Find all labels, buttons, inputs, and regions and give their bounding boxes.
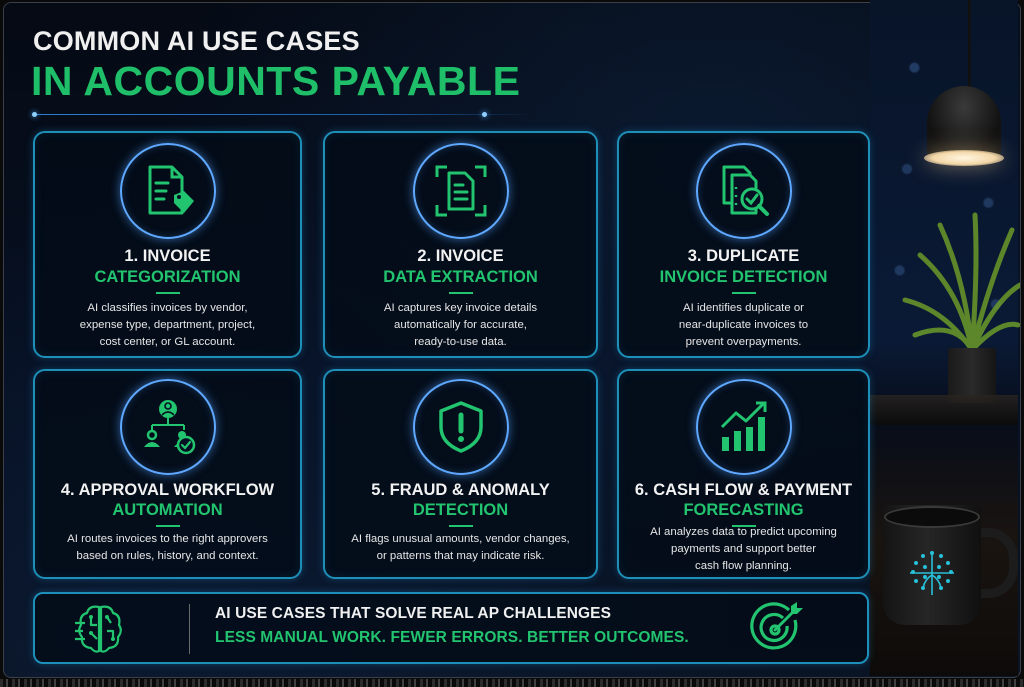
plant-icon bbox=[902, 212, 1020, 350]
document-scan-icon bbox=[435, 165, 486, 217]
card-underline bbox=[448, 292, 473, 294]
circuit-brain-icon bbox=[75, 605, 122, 653]
document-tag-icon bbox=[148, 165, 194, 215]
card-description: AI flags unusual amounts, vendor changes… bbox=[351, 533, 570, 562]
use-case-card-6: 6. CASH FLOW & PAYMENT FORECASTING AI an… bbox=[617, 369, 870, 579]
mug-handle bbox=[972, 528, 1018, 598]
banner-divider bbox=[189, 604, 190, 654]
lamp-glow bbox=[924, 150, 1004, 166]
shield-alert-icon bbox=[438, 401, 483, 453]
icon-ring bbox=[119, 379, 216, 475]
card-underline bbox=[731, 525, 756, 527]
icon-ring bbox=[695, 143, 792, 239]
card-number-label: 3. DUPLICATE bbox=[687, 247, 800, 265]
plant-pot bbox=[948, 348, 996, 403]
use-case-card-4: 4. APPROVAL WORKFLOW AUTOMATION AI route… bbox=[33, 369, 302, 579]
card-underline bbox=[155, 525, 180, 527]
documents-magnifier-check-icon bbox=[722, 165, 769, 216]
summary-banner: AI USE CASES THAT SOLVE REAL AP CHALLENG… bbox=[33, 592, 869, 664]
pendant-lamp-icon bbox=[927, 86, 1001, 156]
desk-edge bbox=[870, 395, 1018, 425]
use-case-card-5: 5. FRAUD & ANOMALY DETECTION AI flags un… bbox=[323, 369, 598, 579]
title-line-2: IN ACCOUNTS PAYABLE bbox=[31, 58, 521, 104]
card-description: AI identifies duplicate or near-duplicat… bbox=[678, 302, 809, 348]
mug-brain-logo-icon bbox=[910, 551, 954, 595]
use-case-card-3: 3. DUPLICATE INVOICE DETECTION AI identi… bbox=[617, 131, 870, 358]
title-divider bbox=[32, 112, 534, 117]
lamp-cord bbox=[968, 0, 971, 88]
bottom-edge-strip bbox=[0, 679, 1024, 687]
card-title: AUTOMATION bbox=[112, 501, 223, 519]
approval-hierarchy-icon bbox=[143, 400, 195, 455]
card-title: FORECASTING bbox=[683, 501, 804, 519]
card-title: DATA EXTRACTION bbox=[383, 268, 538, 286]
card-number-label: 1. INVOICE bbox=[124, 247, 211, 265]
card-description: AI classifies invoices by vendor, expens… bbox=[79, 302, 256, 348]
use-case-card-1: 1. INVOICE CATEGORIZATION AI classifies … bbox=[33, 131, 302, 358]
banner-headline: AI USE CASES THAT SOLVE REAL AP CHALLENG… bbox=[215, 605, 612, 622]
card-number-label: 4. APPROVAL WORKFLOW bbox=[60, 481, 275, 499]
icon-ring bbox=[412, 379, 509, 475]
icon-ring bbox=[119, 143, 216, 239]
card-underline bbox=[448, 525, 473, 527]
target-arrow-icon bbox=[750, 602, 803, 650]
banner-tagline: LESS MANUAL WORK. FEWER ERRORS. BETTER O… bbox=[215, 629, 689, 646]
card-underline bbox=[155, 292, 180, 294]
card-title: DETECTION bbox=[412, 501, 509, 519]
card-title: CATEGORIZATION bbox=[94, 268, 241, 286]
trend-bar-chart-icon bbox=[720, 401, 766, 451]
card-underline bbox=[731, 292, 756, 294]
card-number-label: 6. CASH FLOW & PAYMENT bbox=[634, 481, 853, 499]
mug-rim bbox=[884, 506, 980, 528]
use-case-card-2: 2. INVOICE DATA EXTRACTION AI captures k… bbox=[323, 131, 598, 358]
card-description: AI analyzes data to predict upcoming pay… bbox=[650, 526, 837, 572]
card-number-label: 5. FRAUD & ANOMALY bbox=[371, 481, 550, 499]
title-line-1: COMMON AI USE CASES bbox=[33, 26, 360, 56]
card-title: INVOICE DETECTION bbox=[659, 268, 828, 286]
icon-ring bbox=[695, 379, 792, 475]
icon-ring bbox=[412, 143, 509, 239]
card-number-label: 2. INVOICE bbox=[417, 247, 504, 265]
card-description: AI captures key invoice details automati… bbox=[383, 302, 538, 348]
card-description: AI routes invoices to the right approver… bbox=[67, 533, 268, 562]
